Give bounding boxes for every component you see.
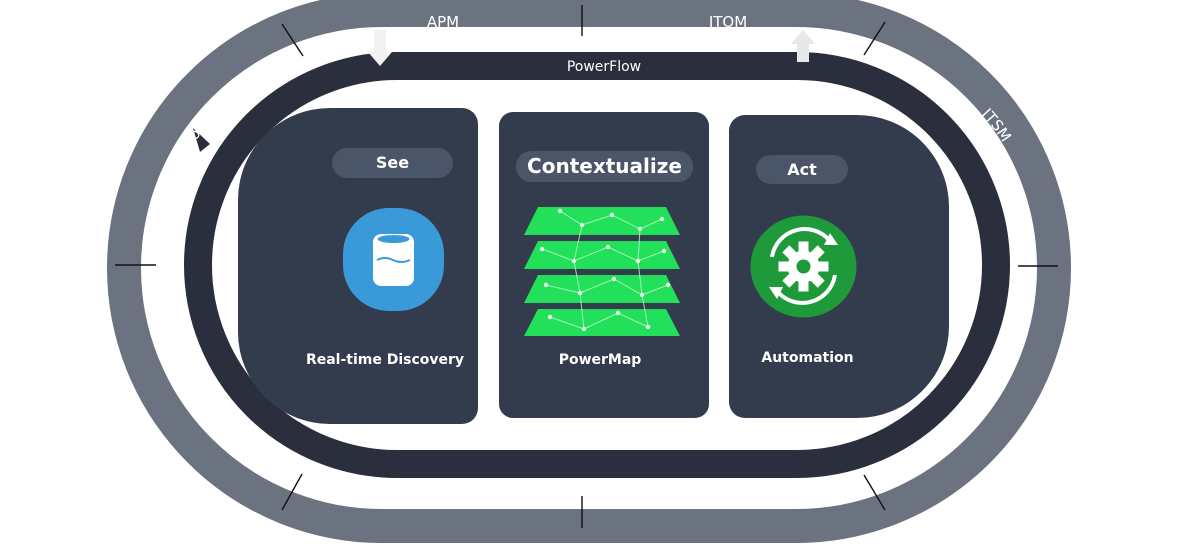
contextualize-pill: Contextualize: [516, 151, 693, 182]
see-pill: See: [332, 148, 453, 178]
gear-cycle-icon: [750, 215, 857, 318]
powermap-caption: PowerMap: [558, 352, 642, 368]
automation-caption: Automation: [761, 350, 854, 366]
up-arrow-icon: [791, 30, 815, 62]
down-arrow-icon: [368, 30, 392, 66]
database-icon: [343, 208, 444, 311]
outer-ring: [107, 0, 1071, 543]
act-pill: Act: [756, 155, 848, 184]
outer-ring-dividers: [115, 5, 1058, 528]
powerflow-ring: [184, 52, 1010, 478]
powerflow-label: PowerFlow: [567, 59, 641, 75]
itom-label: ITOM: [709, 13, 747, 31]
network-layers-icon: [524, 207, 680, 336]
left-arrow-icon: [193, 128, 210, 152]
apm-label: APM: [427, 13, 459, 31]
real-time-discovery-caption: Real-time Discovery: [305, 352, 465, 368]
